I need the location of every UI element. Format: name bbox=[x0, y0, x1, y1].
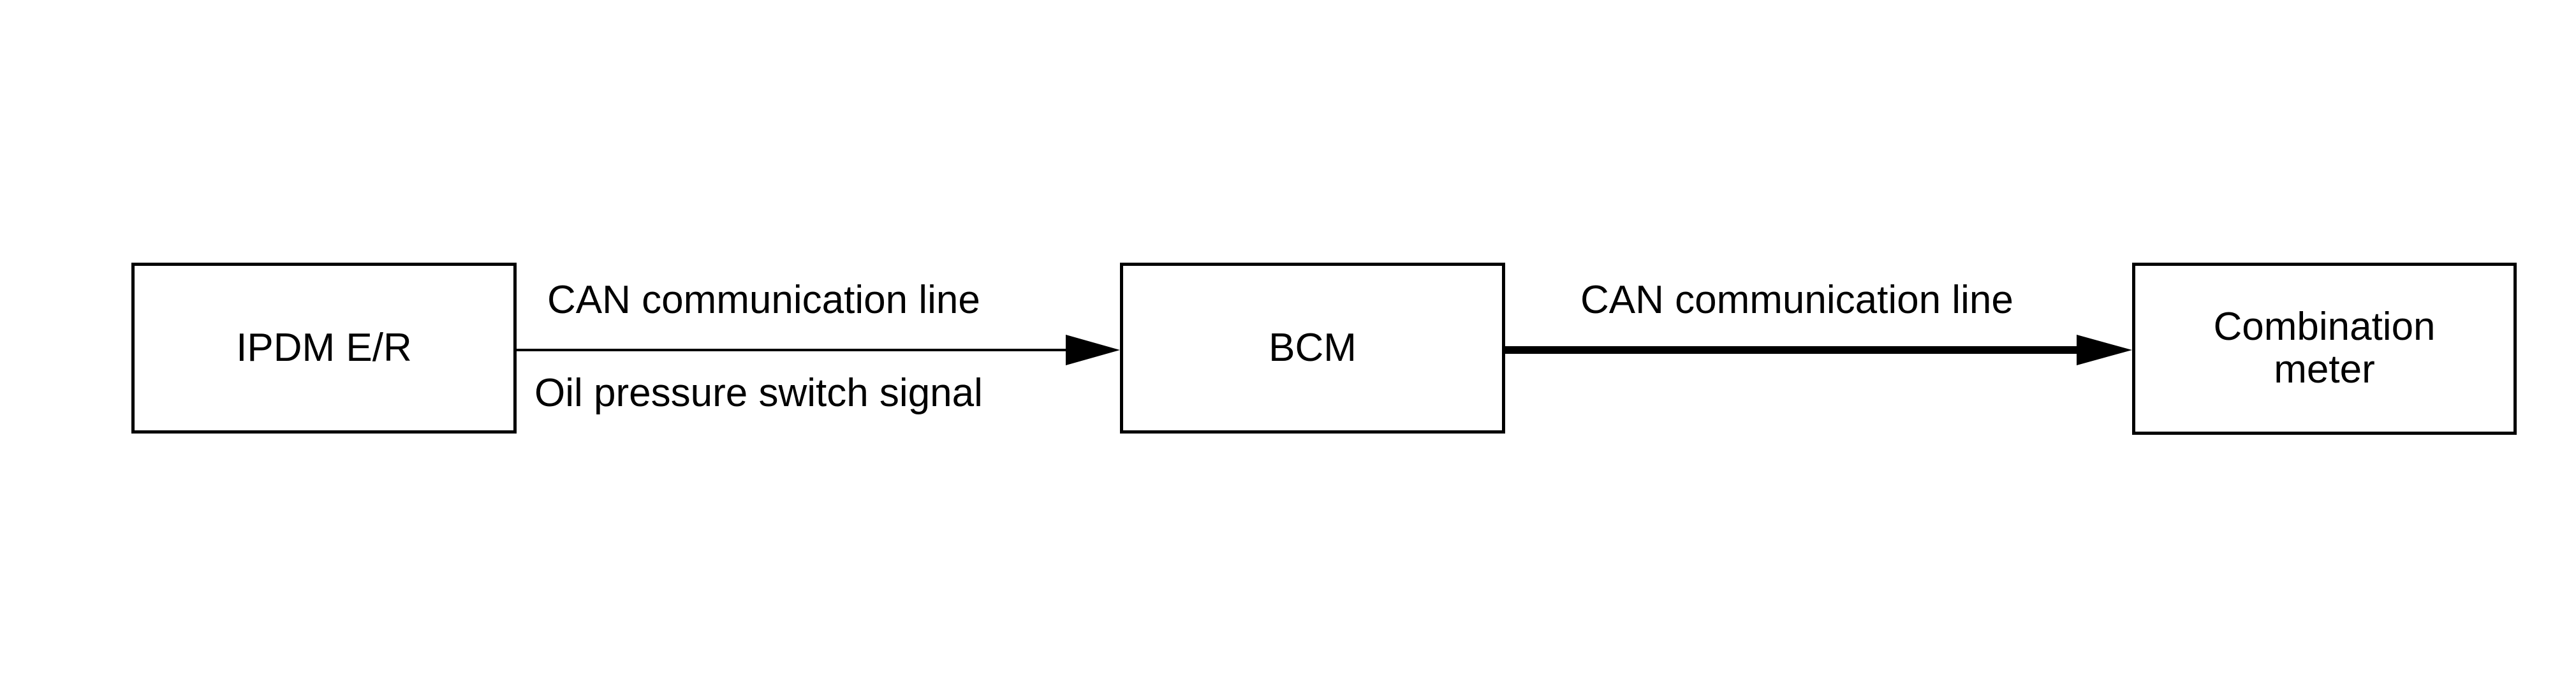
node-ipdm-er-label: IPDM E/R bbox=[236, 325, 412, 370]
node-combination-meter-label: Combination meter bbox=[2213, 305, 2436, 391]
edge-ipdm-to-bcm-arrowhead-icon bbox=[1066, 335, 1120, 365]
node-ipdm-er: IPDM E/R bbox=[131, 263, 517, 434]
edge-ipdm-to-bcm-label-below: Oil pressure switch signal bbox=[534, 371, 983, 415]
edge-bcm-to-combination-meter-label-above: CAN communication line bbox=[1580, 278, 2013, 322]
node-bcm-label: BCM bbox=[1269, 325, 1357, 370]
edge-bcm-to-combination-meter-line bbox=[1505, 346, 2077, 354]
node-combination-meter: Combination meter bbox=[2132, 263, 2517, 435]
edge-bcm-to-combination-meter-arrowhead-icon bbox=[2077, 335, 2132, 365]
edge-ipdm-to-bcm-label-above: CAN communication line bbox=[547, 278, 980, 322]
node-bcm: BCM bbox=[1120, 263, 1505, 434]
edge-ipdm-to-bcm-line bbox=[517, 349, 1066, 351]
